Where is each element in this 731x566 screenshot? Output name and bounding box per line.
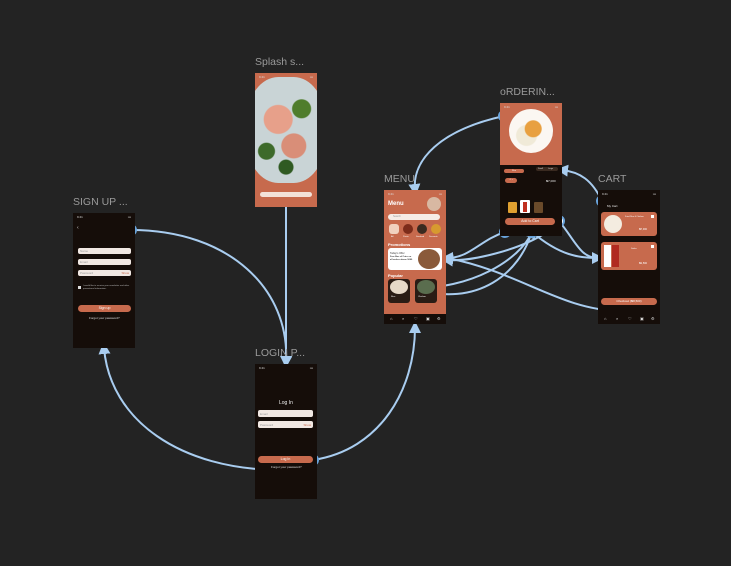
forgot-password-link[interactable]: Forgot your password? xyxy=(271,465,302,469)
login-title: Log In xyxy=(279,400,293,406)
heart-icon[interactable]: ♡ xyxy=(628,316,632,321)
heart-icon[interactable]: ♡ xyxy=(414,316,418,321)
category-label-seafood: Seafood xyxy=(416,236,425,238)
trash-icon[interactable] xyxy=(651,215,654,218)
tab-rice[interactable]: Rice xyxy=(504,169,524,173)
cart-item-rice[interactable]: Fried Rice & Chicken ₦7,000 xyxy=(601,212,657,236)
status-time: 9:41 xyxy=(77,215,83,219)
ordering-frame: 9:41▪▪▪ Small Large Rice - 1 + ₦7,000 Ad… xyxy=(500,103,562,236)
wire-cart-menu xyxy=(446,257,621,312)
splash-progress-bar xyxy=(260,192,312,197)
menu-frame: 9:41▪▪▪ Menu Search All Pasta Seafood De… xyxy=(384,190,446,324)
popular-item-rice[interactable]: Rice xyxy=(388,279,410,303)
wire-order-cart xyxy=(558,220,604,264)
category-label-desserts: Desserts xyxy=(429,236,438,238)
search-input[interactable]: Search xyxy=(388,214,440,220)
show-password-toggle[interactable]: Show xyxy=(303,422,311,427)
show-password-toggle[interactable]: Show xyxy=(121,271,129,275)
popular-heading: Popular xyxy=(388,273,403,278)
category-desserts[interactable] xyxy=(431,224,441,234)
search-icon[interactable]: ⌕ xyxy=(402,316,405,321)
name-field[interactable]: Name xyxy=(78,248,131,254)
email-field[interactable]: Email xyxy=(78,259,131,265)
password-field[interactable]: Password Show xyxy=(258,421,313,428)
frame-label-ordering[interactable]: oRDERIN... xyxy=(500,86,555,98)
forgot-password-link[interactable]: Forgot your password? xyxy=(89,316,120,320)
frame-label-cart[interactable]: CART xyxy=(598,173,627,185)
price-label: ₦7,000 xyxy=(546,179,556,183)
avatar[interactable] xyxy=(427,197,441,211)
login-frame: 9:41▪▪▪ Log In Email Password Show Log I… xyxy=(255,364,317,499)
gear-icon[interactable]: ⚙ xyxy=(651,316,655,321)
bottom-nav: ⌂ ⌕ ♡ ▣ ⚙ xyxy=(384,314,446,324)
cart-title: My Cart xyxy=(607,204,618,208)
menu-title: Menu xyxy=(388,201,404,207)
fried-rice-dish-image xyxy=(509,109,553,153)
category-seafood[interactable] xyxy=(417,224,427,234)
email-field[interactable]: Email xyxy=(258,410,313,417)
add-to-cart-button[interactable]: Add to Cart xyxy=(505,218,555,225)
salmon-dish-image xyxy=(255,77,317,183)
terms-checkbox[interactable] xyxy=(78,286,81,289)
wire-login-menu xyxy=(312,321,421,461)
size-tabs[interactable]: Small Large xyxy=(536,167,558,171)
signup-button[interactable]: Sign up xyxy=(78,305,131,312)
login-button[interactable]: Log In xyxy=(258,456,313,463)
home-icon[interactable]: ⌂ xyxy=(390,316,393,321)
promo-burger-image xyxy=(418,249,440,269)
category-pasta[interactable] xyxy=(403,224,413,234)
back-button[interactable]: ‹ xyxy=(77,225,79,231)
wire-signup-login xyxy=(130,229,293,368)
popular-item-chicken[interactable]: Chicken xyxy=(415,279,437,303)
drink-thumbnails[interactable] xyxy=(506,200,556,213)
cart-icon[interactable]: ▣ xyxy=(640,316,644,321)
cart-item-drinks[interactable]: Drinks ₦1,500 xyxy=(601,242,657,270)
terms-text: I would like to receive your newsletter … xyxy=(83,285,130,290)
qty-badge[interactable]: - 1 + xyxy=(505,178,517,183)
signup-frame: 9:41▪▪▪ ‹ Name Email Password Show I wou… xyxy=(73,213,135,348)
frame-label-menu[interactable]: MENU xyxy=(384,173,415,185)
wire-order-cart2 xyxy=(441,231,548,267)
category-label-pasta: Pasta xyxy=(403,236,409,238)
gear-icon[interactable]: ⚙ xyxy=(437,316,441,321)
password-field[interactable]: Password Show xyxy=(78,270,131,276)
wire-ordering-menu xyxy=(408,115,505,196)
search-icon[interactable]: ⌕ xyxy=(616,316,619,321)
wire-cart-ordering xyxy=(556,164,603,202)
checkout-button[interactable]: Checkout (₦8,500) xyxy=(601,298,657,305)
bottom-nav: ⌂ ⌕ ♡ ▣ ⚙ xyxy=(598,314,660,324)
promo-card[interactable]: Today's Offer Free Box of Fries on all o… xyxy=(388,248,442,270)
splash-frame: 9:41▪▪▪ xyxy=(255,73,317,207)
cart-frame: 9:41▪▪▪ My Cart Fried Rice & Chicken ₦7,… xyxy=(598,190,660,324)
ordering-header: 9:41▪▪▪ xyxy=(500,103,562,165)
category-label-all: All xyxy=(391,236,394,238)
cart-icon[interactable]: ▣ xyxy=(426,316,430,321)
trash-icon[interactable] xyxy=(651,245,654,248)
category-all[interactable] xyxy=(389,224,399,234)
frame-label-splash[interactable]: Splash s... xyxy=(255,56,305,68)
home-icon[interactable]: ⌂ xyxy=(604,316,607,321)
wire-order-back-menu xyxy=(441,231,506,264)
promotions-heading: Promotions xyxy=(388,242,411,247)
frame-label-login[interactable]: LOGIN P... xyxy=(255,347,305,359)
frame-label-signup[interactable]: SIGN UP ... xyxy=(73,196,128,208)
